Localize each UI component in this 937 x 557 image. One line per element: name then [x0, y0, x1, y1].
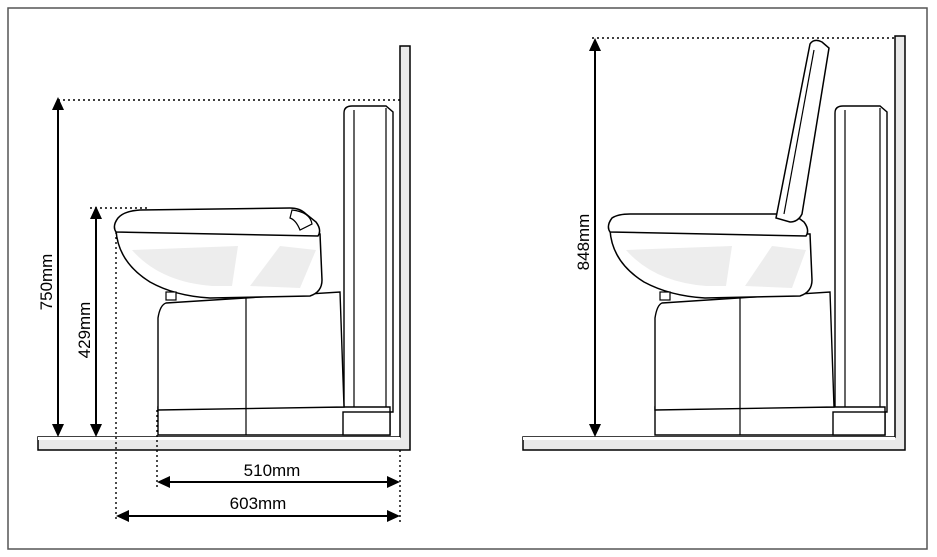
dim-750-label: 750mm — [37, 254, 56, 311]
dim-603-label: 603mm — [230, 494, 287, 513]
dim-429-label: 429mm — [75, 302, 94, 359]
outer-border — [7, 7, 928, 550]
raised-lid — [775, 39, 830, 223]
left-view-lid-closed — [37, 45, 411, 451]
dim-510-label: 510mm — [244, 461, 301, 480]
left-dimensions: 750mm 429mm 510mm 603mm — [37, 97, 401, 522]
dim-848-label: 848mm — [574, 214, 593, 271]
left-cistern — [343, 105, 394, 413]
right-cistern — [834, 105, 888, 413]
right-view-lid-open — [522, 35, 906, 451]
right-dimensions: 848mm — [574, 37, 895, 437]
